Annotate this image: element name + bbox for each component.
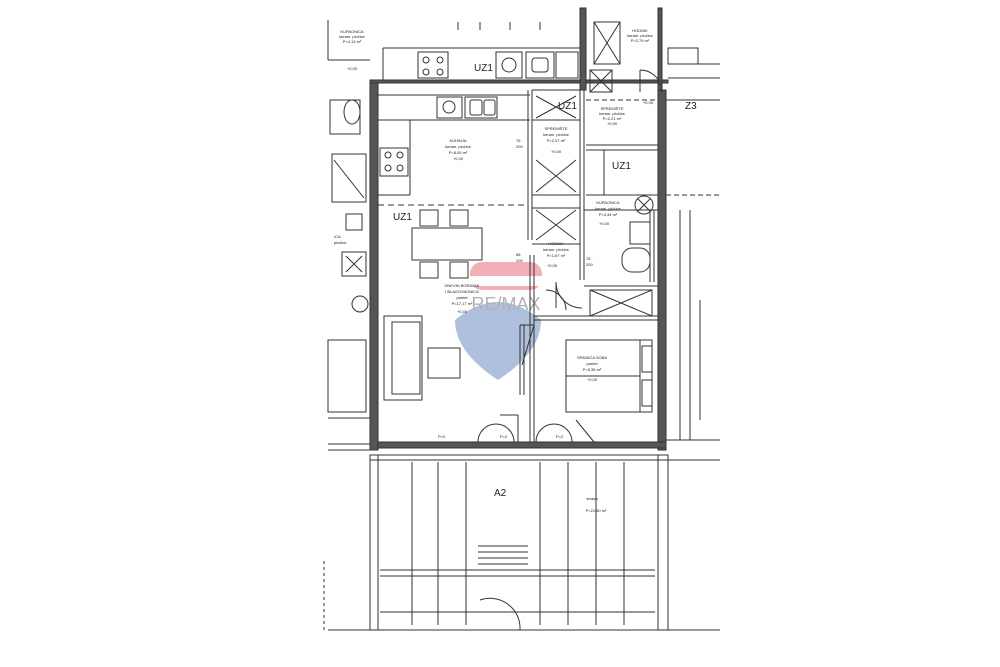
svg-text:+0,00: +0,00 (643, 100, 654, 105)
tag-uz1-spremiste: UZ1 (558, 101, 577, 112)
watermark-text: RE/MAX (471, 294, 540, 314)
svg-text:P=9,35 m²: P=9,35 m² (583, 367, 602, 372)
svg-text:KUPAONICA: KUPAONICA (340, 29, 364, 34)
tag-p2-b: P=2 (556, 434, 564, 439)
svg-text:ICA: ICA (334, 234, 341, 239)
svg-text:I BLAGOVAONICA: I BLAGOVAONICA (445, 289, 479, 294)
room-hodnik: HODNIK keram. pločice P=1,67 m² +0,00 (543, 241, 570, 268)
svg-text:+0,00: +0,00 (599, 221, 610, 226)
tag-uz1-top: UZ1 (474, 63, 493, 74)
svg-text:keram. pločice: keram. pločice (595, 206, 622, 211)
svg-text:P=4,34 m²: P=4,34 m² (599, 212, 618, 217)
svg-text:KUPAONICA: KUPAONICA (596, 200, 620, 205)
svg-text:HODNIK: HODNIK (548, 241, 564, 246)
svg-text:SPREMIŠTE: SPREMIŠTE (544, 126, 567, 131)
room-terasa: terasa P=21,50 m² (586, 496, 607, 513)
svg-text:P=2,07 m²: P=2,07 m² (547, 138, 566, 143)
svg-text:P=21,50 m²: P=21,50 m² (586, 508, 607, 513)
svg-text:keram. pločice: keram. pločice (627, 33, 654, 38)
svg-text:keram. pločice: keram. pločice (599, 111, 626, 116)
room-dnevni-boravak: DNEVNI BORAVAK I BLAGOVAONICA parket P=1… (445, 283, 480, 314)
room-spremiste-top-right: SPREMIŠTE keram. pločice P=2,21 m² +0,00 (599, 106, 626, 126)
room-spavaca-soba: SPAVAĆA SOBA parket P=9,35 m² +0,00 (577, 355, 607, 382)
svg-text:SPAVAĆA SOBA: SPAVAĆA SOBA (577, 355, 607, 360)
svg-text:pločice: pločice (334, 240, 347, 245)
svg-text:P=1,67 m²: P=1,67 m² (547, 253, 566, 258)
room-left-partial: ICA pločice (334, 234, 347, 245)
tag-uz1-right: UZ1 (612, 161, 631, 172)
tag-p2-a: P=2 (500, 434, 508, 439)
tag-z3: Z3 (685, 101, 697, 112)
tag-a2: A2 (494, 488, 507, 499)
room-kupaonica: KUPAONICA keram. pločice P=4,34 m² +0,00 (595, 200, 622, 226)
tag-door-height-living: 200 (516, 258, 523, 263)
svg-text:HODNIK: HODNIK (632, 28, 648, 33)
svg-text:DNEVNI BORAVAK: DNEVNI BORAVAK (445, 283, 480, 288)
svg-text:P=8,05 m²: P=8,05 m² (449, 150, 468, 155)
svg-text:+0,00: +0,00 (587, 377, 598, 382)
tag-door-height-hodnik: 200 (586, 262, 593, 267)
svg-text:keram. pločice: keram. pločice (339, 34, 366, 39)
svg-text:keram. pločice: keram. pločice (543, 132, 570, 137)
svg-text:+0,00: +0,00 (547, 263, 558, 268)
tag-uz1-left: UZ1 (393, 212, 412, 223)
room-spremiste: SPREMIŠTE keram. pločice P=2,07 m² +0,00 (543, 126, 570, 154)
room-kuhinja: KUHINJA keram. pločice P=8,05 m² +0,00 (445, 138, 472, 161)
room-hodnik-top-right: HODNIK keram. pločice P=2,79 m² +0,00 (627, 28, 654, 105)
room-kupaonica-top-left: KUPAONICA keram. pločice P=4,13 m² +0,00 (339, 29, 366, 71)
svg-text:P=2,79 m²: P=2,79 m² (631, 38, 650, 43)
walls (369, 7, 669, 451)
svg-text:+0,00: +0,00 (453, 156, 464, 161)
svg-text:KUHINJA: KUHINJA (449, 138, 466, 143)
svg-text:+0,00: +0,00 (457, 309, 468, 314)
tag-door-width-hodnik: 78 (586, 256, 591, 261)
svg-text:parket: parket (456, 295, 468, 300)
svg-text:P=4,13 m²: P=4,13 m² (343, 39, 362, 44)
tag-door-height-kuhinja: 200 (516, 144, 523, 149)
svg-text:parket: parket (586, 361, 598, 366)
tag-door-width-living: 88 (516, 252, 521, 257)
svg-text:SPREMIŠTE: SPREMIŠTE (600, 106, 623, 111)
remax-watermark: RE/MAX (455, 262, 542, 380)
svg-text:terasa: terasa (586, 496, 598, 501)
svg-text:P=2,21 m²: P=2,21 m² (603, 116, 622, 121)
svg-text:+0,00: +0,00 (347, 66, 358, 71)
tag-door-width-kuhinja: 78 (516, 138, 521, 143)
tag-p0: P=0 (438, 434, 446, 439)
svg-text:keram. pločice: keram. pločice (543, 247, 570, 252)
svg-text:keram. pločice: keram. pločice (445, 144, 472, 149)
svg-text:P=17,17 m²: P=17,17 m² (452, 301, 473, 306)
svg-text:+0,00: +0,00 (607, 121, 618, 126)
svg-text:+0,00: +0,00 (551, 149, 562, 154)
